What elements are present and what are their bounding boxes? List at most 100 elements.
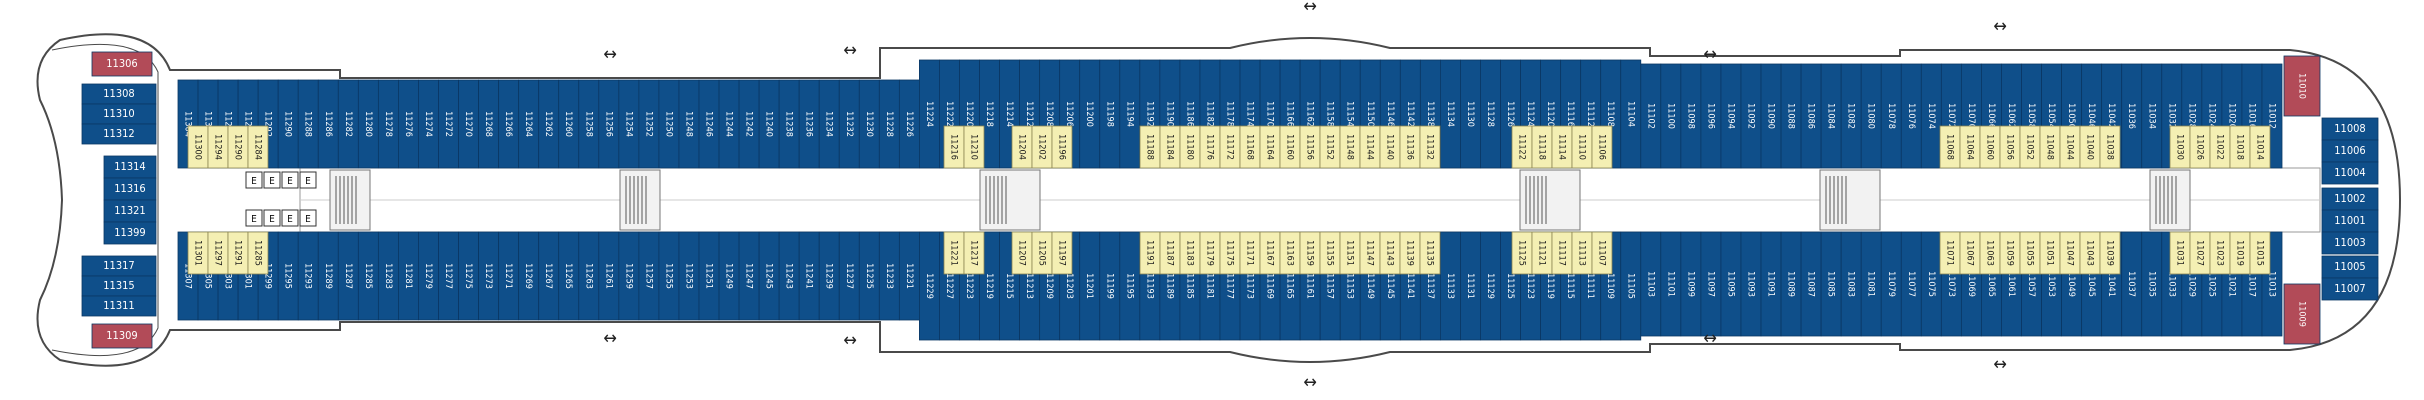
cabin-number: 11226 bbox=[904, 111, 914, 137]
cabin-number: 11173 bbox=[1245, 273, 1255, 299]
cabin[interactable] bbox=[247, 231, 269, 275]
cabin-number: 11035 bbox=[2146, 271, 2156, 297]
cabin[interactable] bbox=[2249, 125, 2271, 169]
cabin-number: 11307 bbox=[183, 263, 193, 289]
cabin-number: 11306 bbox=[106, 57, 137, 70]
cabin[interactable] bbox=[2099, 231, 2121, 275]
cabin-number: 11299 bbox=[263, 263, 273, 289]
cabin-number: 11282 bbox=[343, 111, 353, 137]
cabin[interactable] bbox=[91, 51, 153, 77]
elevator-icon bbox=[299, 209, 317, 227]
lifeboat-icon: ↔ bbox=[603, 44, 617, 65]
cabin[interactable] bbox=[1051, 125, 1073, 169]
cabin[interactable] bbox=[963, 231, 985, 275]
cabin-number: 11284 bbox=[253, 134, 263, 160]
cabin-number: 11285 bbox=[363, 263, 373, 289]
elevator-label: E bbox=[251, 176, 257, 187]
cabin-number: 11083 bbox=[1846, 271, 1856, 297]
stair-core bbox=[329, 169, 371, 231]
cabin-number: 11171 bbox=[1245, 240, 1255, 266]
cabin[interactable] bbox=[2321, 277, 2379, 301]
cabin-number: 11152 bbox=[1325, 134, 1335, 160]
cabin[interactable] bbox=[2283, 55, 2321, 117]
cabin[interactable] bbox=[91, 323, 153, 349]
cabin-number: 11067 bbox=[1965, 240, 1975, 266]
cabin-number: 11213 bbox=[1024, 273, 1034, 299]
cabin-number: 11286 bbox=[323, 111, 333, 137]
cabin-number: 11296 bbox=[243, 111, 253, 137]
cabin-number: 11142 bbox=[1405, 101, 1415, 127]
cabin-number: 11097 bbox=[1705, 271, 1715, 297]
cabin-number: 11103 bbox=[1645, 271, 1655, 297]
cabin[interactable] bbox=[2321, 161, 2379, 185]
cabin[interactable] bbox=[963, 125, 985, 169]
cabin-number: 11280 bbox=[363, 111, 373, 137]
cabin-number: 11119 bbox=[1545, 273, 1555, 299]
cabin-number: 11201 bbox=[1084, 273, 1094, 299]
cabin-number: 11057 bbox=[2026, 271, 2036, 297]
cabin-number: 11149 bbox=[1365, 273, 1375, 299]
lifeboat-icon: ↔ bbox=[603, 328, 617, 349]
cabin-number: 11128 bbox=[1485, 101, 1495, 127]
cabin[interactable] bbox=[2283, 283, 2321, 345]
cabin-number: 11278 bbox=[383, 111, 393, 137]
cabin-number: 11287 bbox=[343, 263, 353, 289]
cabin-number: 11159 bbox=[1305, 240, 1315, 266]
cabin[interactable] bbox=[1419, 231, 1441, 275]
cabin-number: 11009 bbox=[2297, 301, 2307, 327]
cabin-number: 11305 bbox=[203, 263, 213, 289]
cabin-number: 11092 bbox=[1745, 103, 1755, 129]
cabin-number: 11053 bbox=[2046, 271, 2056, 297]
cabin-number: 11185 bbox=[1184, 273, 1194, 299]
cabin-number: 11222 bbox=[944, 101, 954, 127]
cabin-number: 11015 bbox=[2255, 240, 2265, 266]
cabin-number: 11091 bbox=[1766, 271, 1776, 297]
cabin-number: 11302 bbox=[203, 111, 213, 137]
cabin-number: 11184 bbox=[1165, 134, 1175, 160]
cabin-number: 11027 bbox=[2195, 240, 2205, 266]
cabin[interactable] bbox=[103, 221, 157, 245]
cabin-number: 11074 bbox=[1926, 103, 1936, 129]
elevator-label: E bbox=[305, 214, 311, 225]
cabin-number: 11073 bbox=[1946, 271, 1956, 297]
cabin[interactable] bbox=[1051, 231, 1073, 275]
cabin-number: 11268 bbox=[483, 111, 493, 137]
cabin-number: 11170 bbox=[1265, 101, 1275, 127]
cabin-number: 11151 bbox=[1345, 240, 1355, 266]
cabin-number: 11020 bbox=[2226, 103, 2236, 129]
cabin-number: 11078 bbox=[1886, 103, 1896, 129]
cabin[interactable] bbox=[81, 123, 157, 145]
cabin[interactable] bbox=[247, 125, 269, 169]
cabin-number: 11088 bbox=[1786, 103, 1796, 129]
cabin[interactable] bbox=[1591, 125, 1613, 169]
cabin[interactable] bbox=[1591, 231, 1613, 275]
cabin-number: 11234 bbox=[824, 111, 834, 137]
elevator-label: E bbox=[287, 176, 293, 187]
cabin-number: 11138 bbox=[1425, 101, 1435, 127]
cabin[interactable] bbox=[2321, 231, 2379, 255]
cabin-number: 11044 bbox=[2065, 134, 2075, 160]
cabin-number: 11233 bbox=[884, 263, 894, 289]
cabin-number: 11246 bbox=[704, 111, 714, 137]
cabin-number: 11304 bbox=[183, 111, 193, 137]
lifeboat-icon: ↔ bbox=[843, 330, 857, 351]
cabin-number: 11210 bbox=[969, 134, 979, 160]
cabin-number: 11002 bbox=[2334, 192, 2365, 205]
cabin-number: 11224 bbox=[924, 101, 934, 127]
cabin-number: 11178 bbox=[1225, 101, 1235, 127]
cabin-number: 11290 bbox=[283, 111, 293, 137]
cabin[interactable] bbox=[2099, 125, 2121, 169]
cabin-number: 11023 bbox=[2215, 240, 2225, 266]
lifeboat-icon: ↔ bbox=[1703, 328, 1717, 349]
cabin[interactable] bbox=[2249, 231, 2271, 275]
cabin[interactable] bbox=[1419, 125, 1441, 169]
cabin-number: 11014 bbox=[2255, 134, 2265, 160]
cabin-number: 11317 bbox=[103, 259, 134, 272]
cabin-number: 11267 bbox=[543, 263, 553, 289]
cabin-number: 11085 bbox=[1826, 271, 1836, 297]
cabin-number: 11016 bbox=[2246, 103, 2256, 129]
cabin-number: 11147 bbox=[1365, 240, 1375, 266]
cabin-number: 11198 bbox=[1104, 101, 1114, 127]
cabin[interactable] bbox=[81, 295, 157, 317]
